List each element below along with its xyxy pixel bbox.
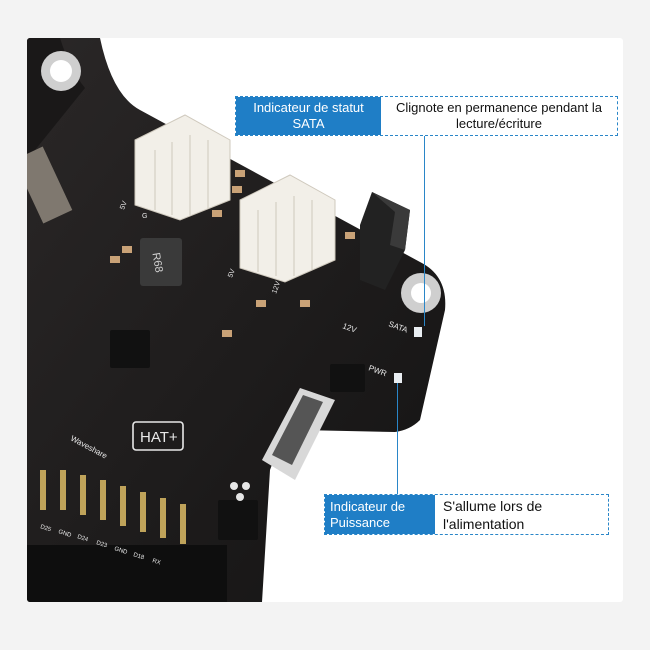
sata-leader-line [424,136,425,326]
board-photo: Waveshare HAT+ SATA PWR 12V 12V 5V 5V G … [27,38,446,602]
hat-badge-box [132,421,184,451]
pin-label: D25 [39,524,52,533]
pin-label: D24 [76,534,89,543]
pin-label: D23 [95,540,108,549]
silk-hat: HAT+ [140,429,178,446]
pwr-leader-line [397,383,398,496]
inductor [140,238,182,286]
dc-jack [360,192,410,290]
sata-led [414,327,422,337]
callout-power-description: S'allume lors de l'alimentation [443,497,543,532]
callout-sata-label: Indicateur de statut SATA [236,97,381,135]
callout-sata-description: Clignote en permanence pendant la lectur… [396,100,602,131]
pin-label: GND [57,529,72,539]
pin-label: D18 [132,552,145,561]
ffc-connector [262,388,335,480]
silk-5v-a: 5V [119,200,129,211]
silk-inductor: R68 [149,252,164,274]
gpio-header [40,470,186,544]
pin-label: RX [151,558,161,566]
pcb-board [27,38,446,602]
callout-power-label: Indicateur de Puissance [325,495,435,534]
white-connector-2 [239,174,336,283]
white-connector-1 [134,114,231,221]
gpio-labels: D25 GND D24 D23 GND D18 RX [39,524,161,566]
pin-label: GND [113,546,128,556]
silk-12v-b: 12V [271,280,282,294]
pwr-led [394,373,402,383]
silk-g: G [142,213,147,220]
silk-5v-b: 5V [227,268,237,279]
callout-power: Indicateur de Puissance S'allume lors de… [324,494,609,535]
callout-sata-status: Indicateur de statut SATA Clignote en pe… [235,96,618,136]
